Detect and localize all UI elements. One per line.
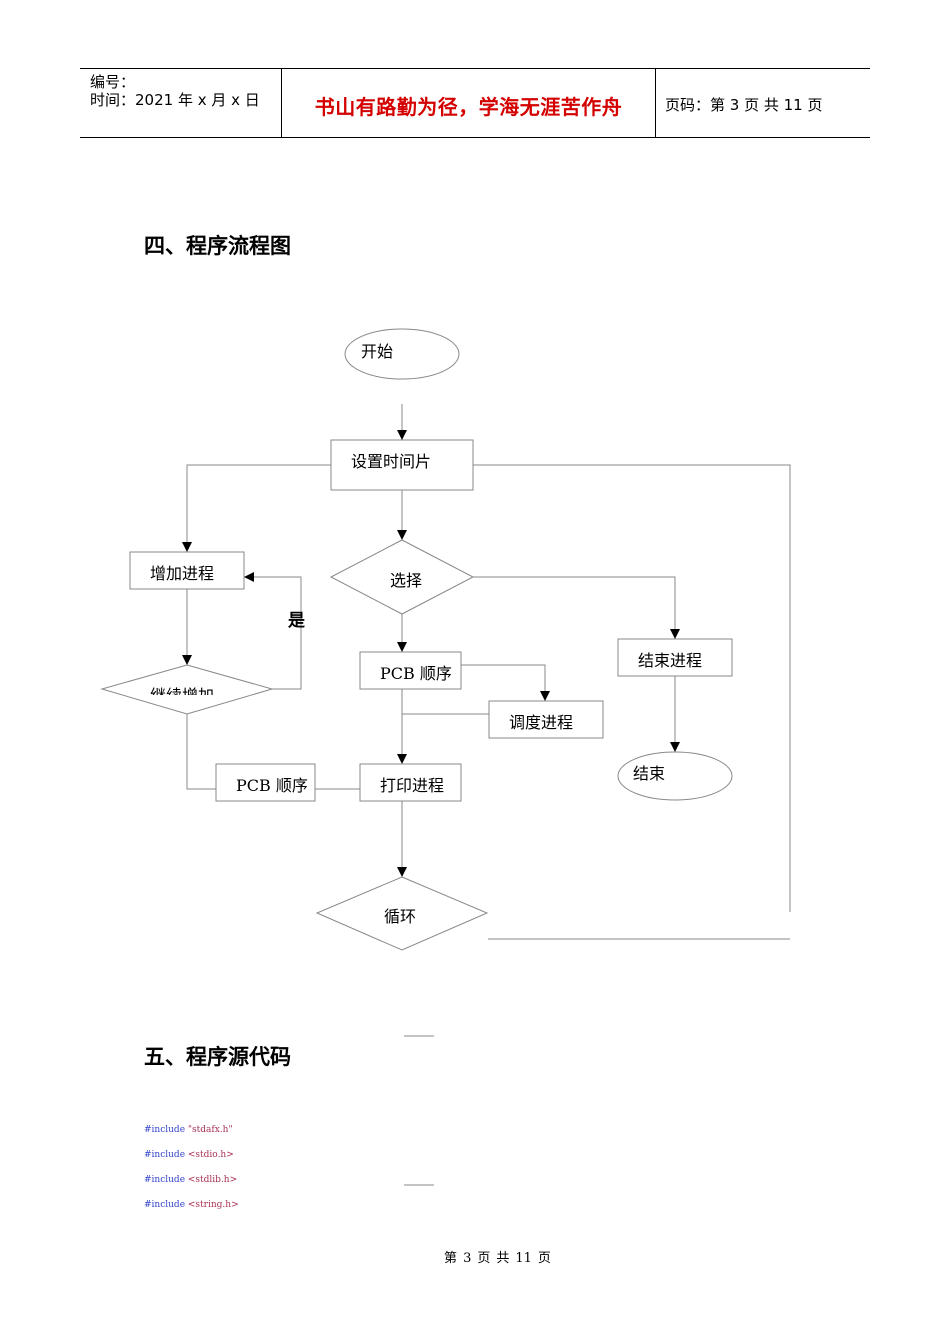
page-info: 页码：第 3 页 共 11 页 bbox=[665, 96, 823, 114]
schedule-process-label: 调度进程 bbox=[509, 713, 574, 732]
continue-add-label-clip: 继续增加 bbox=[150, 680, 230, 695]
loop-label: 循环 bbox=[384, 907, 417, 926]
code-line: #include <stdio.h> bbox=[144, 1150, 234, 1160]
add-process-label: 增加进程 bbox=[150, 564, 215, 583]
connector-yes-loop bbox=[244, 572, 302, 690]
document-header: 编号： 时间：2021 年 x 月 x 日 书山有路勤为径，学海无涯苦作舟 页码… bbox=[80, 68, 870, 138]
pcb-order-label-1: PCB 顺序 bbox=[380, 664, 452, 683]
connector-choose-to-end-process bbox=[473, 576, 680, 639]
serial-label: 编号： bbox=[90, 73, 136, 91]
motto-text: 书山有路勤为径，学海无涯苦作舟 bbox=[314, 95, 623, 119]
end-process-label: 结束进程 bbox=[638, 651, 703, 670]
header-left-cell: 编号： 时间：2021 年 x 月 x 日 bbox=[80, 69, 281, 137]
footer-total-num: 11 bbox=[515, 1251, 532, 1266]
end-label: 结束 bbox=[633, 764, 666, 783]
footer-page-word: 第 bbox=[444, 1251, 458, 1266]
header-page-cell: 页码：第 3 页 共 11 页 bbox=[655, 69, 870, 137]
print-process-box bbox=[359, 763, 462, 802]
pcb-order-box-1 bbox=[359, 651, 462, 690]
footer-page-num: 3 bbox=[463, 1251, 472, 1266]
set-time-slice-label: 设置时间片 bbox=[351, 452, 432, 471]
connector-set-to-add bbox=[182, 464, 331, 552]
start-label: 开始 bbox=[361, 342, 394, 361]
code-line: #include <string.h> bbox=[144, 1200, 239, 1210]
loop-diamond bbox=[315, 876, 489, 951]
footer-page-unit: 页 bbox=[477, 1251, 491, 1266]
code-line: #include "stdafx.h" bbox=[144, 1125, 233, 1135]
pcb-order-box-2 bbox=[215, 763, 316, 802]
start-ellipse bbox=[344, 328, 460, 380]
date-label: 时间：2021 年 x 月 x 日 bbox=[90, 91, 260, 109]
footer-total-word: 共 bbox=[496, 1251, 510, 1266]
flowchart-section-title: 四、程序流程图 bbox=[144, 234, 291, 258]
source-section-title: 五、程序源代码 bbox=[144, 1045, 291, 1069]
pcb-order-label-2: PCB 顺序 bbox=[236, 776, 308, 795]
header-motto-cell: 书山有路勤为径，学海无涯苦作舟 bbox=[281, 69, 656, 137]
choose-label: 选择 bbox=[390, 571, 423, 590]
footer-total-unit: 页 bbox=[537, 1251, 551, 1266]
code-line: #include <stdlib.h> bbox=[144, 1175, 238, 1185]
print-process-label: 打印进程 bbox=[380, 776, 445, 795]
schedule-process-box bbox=[488, 700, 604, 739]
end-ellipse bbox=[617, 751, 733, 801]
connector-continue-to-pcb2 bbox=[186, 714, 216, 790]
connector-loopback bbox=[473, 464, 791, 912]
connector-pcb-to-schedule bbox=[461, 664, 550, 701]
continue-add-label: 继续增加 bbox=[150, 682, 214, 695]
yes-label: 是 bbox=[288, 611, 305, 631]
